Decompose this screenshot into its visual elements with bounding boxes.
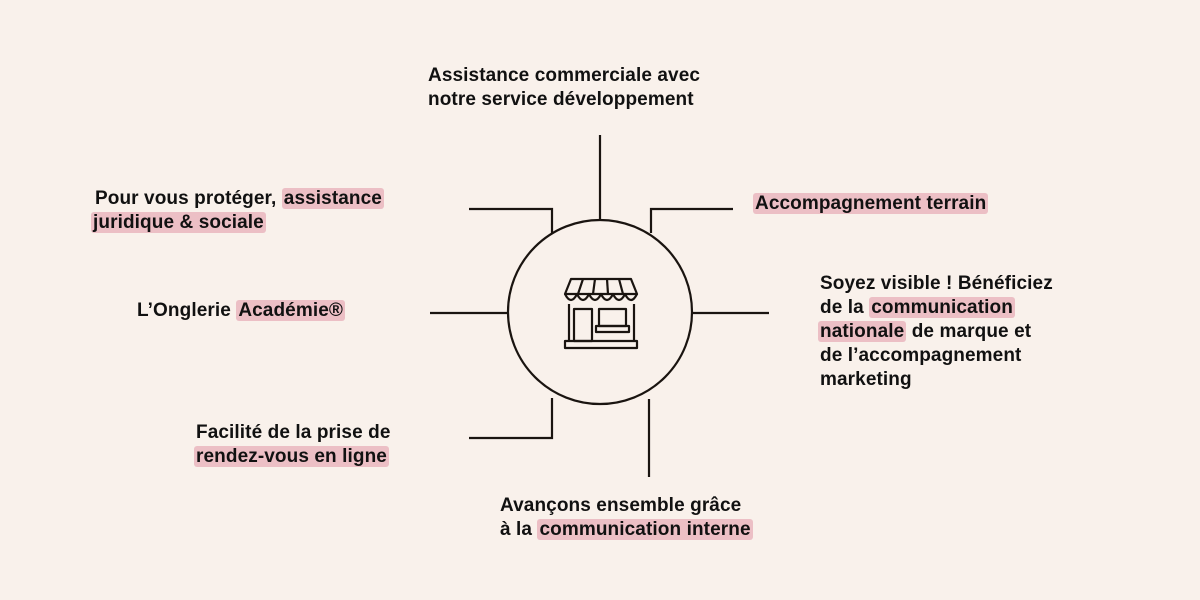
label-top-right: Accompagnement terrain [753, 193, 989, 214]
label-bottom-left: Facilité de la prise de rendez-vous en l… [194, 422, 391, 467]
label-top-left: Pour vous protéger, assistance juridique… [91, 188, 384, 233]
storefront-icon [563, 277, 639, 350]
label-right: Soyez visible ! Bénéficiez de la communi… [818, 273, 1053, 390]
label-top: Assistance commerciale avec notre servic… [428, 65, 701, 110]
label-left: L’Onglerie Académie® [137, 300, 345, 321]
label-bottom: Avançons ensemble grâce à la communicati… [500, 495, 753, 540]
